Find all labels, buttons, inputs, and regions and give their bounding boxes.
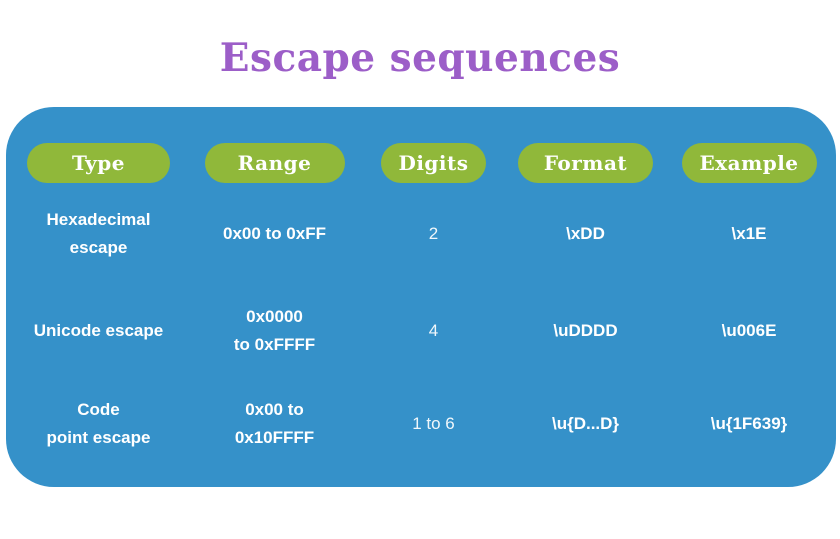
column-header-type: Type	[27, 143, 170, 183]
cell-row3-digits: 1 to 6	[412, 414, 455, 433]
column-header-format: Format	[518, 143, 653, 183]
cell-row2-type: Unicode escape	[33, 321, 164, 340]
cell-row3-range: 0x00 to 0x10FFFF	[234, 400, 315, 447]
table-panel: Type Range Digits Format Example Hexadec…	[6, 107, 836, 487]
page-title: Escape sequences	[219, 35, 621, 81]
cell-row3-type: Code point escape	[46, 400, 151, 447]
column-header-example: Example	[681, 143, 817, 183]
cell-row2-digits: 4	[428, 321, 439, 340]
cell-row2-range: 0x0000 to 0xFFFF	[233, 307, 316, 354]
column-header-range: Range	[204, 143, 345, 183]
cell-row2-format: \uDDDD	[553, 321, 618, 340]
cell-row1-example: \x1E	[731, 224, 767, 243]
cell-row3-example: \u{1F639}	[710, 414, 788, 433]
cell-row1-type: Hexadecimal escape	[46, 210, 151, 257]
cell-row1-range: 0x00 to 0xFF	[223, 224, 326, 243]
cell-row2-example: \u006E	[721, 321, 777, 340]
cell-row1-digits: 2	[428, 224, 439, 243]
cell-row3-format: \u{D...D}	[551, 414, 620, 433]
cell-row1-format: \xDD	[566, 224, 605, 243]
column-header-digits: Digits	[381, 143, 486, 183]
